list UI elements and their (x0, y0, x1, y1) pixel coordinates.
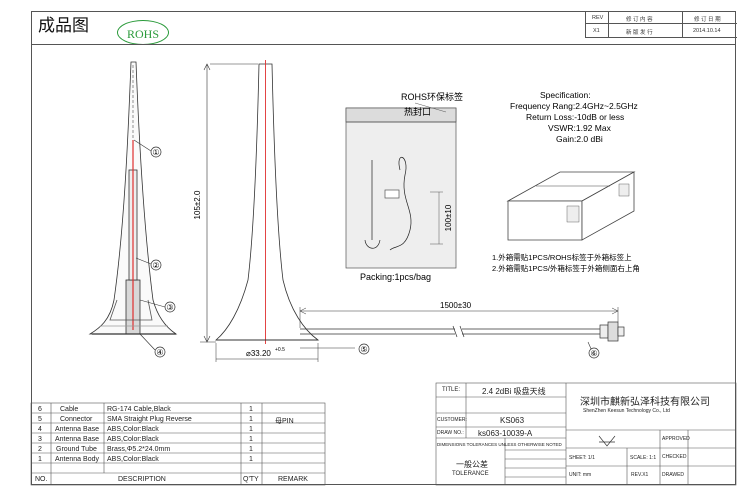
cable-length-dimension: 1500±30 (440, 301, 472, 310)
bom-row-no: 6 (38, 406, 42, 413)
bom-row-name: Ground Tube (56, 446, 97, 453)
bom-row-desc: ABS,Color:Black (107, 426, 159, 433)
bom-row-no: 3 (38, 436, 42, 443)
rev-label: REV.X1 (631, 472, 649, 478)
bom-table-grid (30, 402, 326, 486)
spec-return-loss: Return Loss:-10dB or less (526, 112, 624, 122)
drawing-title-cn: 成品图 (38, 16, 89, 36)
height-dimension: 105±2.0 (193, 190, 202, 219)
cable-drawing (299, 307, 625, 342)
bom-row-desc: RG-174 Cable,Black (107, 406, 171, 413)
packing-bag (345, 102, 457, 269)
bom-row-qty: 1 (249, 456, 253, 463)
unit-label: UNIT: mm (569, 472, 592, 478)
callout-5: ⑤ (360, 345, 367, 354)
spec-vswr: VSWR:1.92 Max (548, 123, 612, 133)
callout-3: ③ (166, 303, 173, 312)
rev-header-rev: REV (592, 15, 604, 21)
carton-box (506, 171, 636, 241)
spec-gain: Gain:2.0 dBi (556, 134, 603, 144)
drawed-label: DRAWED (662, 472, 685, 478)
customer-value: KS063 (500, 416, 525, 425)
drawing-frame (31, 11, 736, 485)
rohs-badge-text: ROHS (126, 27, 159, 41)
rev-row-rev: X1 (593, 28, 600, 34)
callout-circles (150, 146, 600, 359)
company-name-cn: 深圳市麒新弘泽科技有限公司 (580, 397, 710, 408)
bom-row-name: Connector (60, 416, 93, 423)
bom-row-qty: 1 (249, 426, 253, 433)
base-diameter-tolerance: +0.5 (275, 347, 285, 353)
checked-label: CHECKED (662, 454, 687, 460)
bom-row-qty: 1 (249, 416, 253, 423)
drawno-value: ks063-10039-A (478, 429, 533, 438)
rev-row-content: 新 版 发 行 (626, 30, 653, 36)
bom-row-no: 5 (38, 416, 42, 423)
bag-rohs-label: ROHS环保标签 (401, 91, 463, 102)
bom-row-name: Antenna Body (55, 456, 99, 463)
callout-4: ④ (156, 348, 163, 357)
title-label: TITLE: (442, 387, 461, 393)
header-divider (31, 44, 736, 45)
tolerance-cn: 一般公差 (456, 460, 488, 469)
bag-seal-label: 热封口 (404, 106, 431, 117)
antenna-outline-view (200, 60, 320, 362)
spec-title: Specification: (540, 90, 591, 100)
title-block-logo (598, 435, 616, 447)
rev-row-date: 2014.10.14 (693, 28, 721, 34)
title-block-grid (435, 382, 737, 486)
bom-header-description: DESCRIPTION (118, 476, 166, 483)
base-diameter-dimension: ⌀33.20 (246, 349, 271, 358)
packing-height-dimension: 100±10 (444, 204, 453, 231)
spec-frequency: Frequency Rang:2.4GHz~2.5GHz (510, 101, 638, 111)
bom-row-desc: Brass,Φ5.2*24.0mm (107, 446, 171, 453)
rev-header-date: 修 订 日 期 (694, 17, 721, 23)
tolerance-en: TOLERANCE (452, 471, 489, 477)
bom-row-no: 4 (38, 426, 42, 433)
antenna-section-view (88, 61, 178, 335)
packing-caption: Packing:1pcs/bag (360, 272, 431, 282)
bom-header-remark: REMARK (278, 476, 308, 483)
callout-1: ① (152, 148, 159, 157)
bom-row-desc: ABS,Color:Black (107, 456, 159, 463)
bom-row-no: 1 (38, 456, 42, 463)
bom-row-no: 2 (38, 446, 42, 453)
rev-header-content: 修 订 内 容 (626, 17, 653, 23)
title-value: 2.4 2dBi 吸盘天线 (482, 387, 546, 396)
approved-label: APPROVED (662, 436, 690, 442)
tolerance-note: DIMENSIONS TOLERANCES UNLESS OTHERWISE N… (437, 442, 562, 447)
drawno-label: DRAW NO.: (437, 430, 464, 436)
bom-row-qty: 1 (249, 446, 253, 453)
bom-header-no: NO. (35, 476, 48, 483)
revision-table: REV 修 订 内 容 修 订 日 期 X1 新 版 发 行 2014.10.1… (585, 11, 737, 38)
bom-row-qty: 1 (249, 436, 253, 443)
bom-header-qty: Q'TY (243, 476, 259, 483)
box-note-1: 1.外箱需贴1PCS/ROHS标签于外箱标签上 (492, 252, 632, 262)
company-name-en: ShenZhen Keesun Technology Co., Ltd (583, 408, 670, 414)
bom-row-name: Cable (60, 406, 79, 413)
bom-row-qty: 1 (249, 406, 253, 413)
scale-label: SCALE: 1:1 (630, 455, 657, 461)
bom-row-desc: ABS,Color:Black (107, 436, 159, 443)
bom-row-desc: SMA Straight Plug Reverse (107, 416, 192, 423)
customer-label: CUSTOMER: (437, 417, 467, 423)
box-note-2: 2.外箱需贴1PCS/外箱标签于外箱侧面右上角 (492, 263, 640, 273)
bom-row-remark: 母PIN (275, 418, 294, 425)
sheet-label: SHEET: 1/1 (569, 455, 595, 461)
bom-row-name: Antenna Base (55, 426, 99, 433)
callout-6: ⑥ (590, 349, 597, 358)
callout-2: ② (152, 261, 159, 270)
bom-row-name: Antenna Base (55, 436, 99, 443)
